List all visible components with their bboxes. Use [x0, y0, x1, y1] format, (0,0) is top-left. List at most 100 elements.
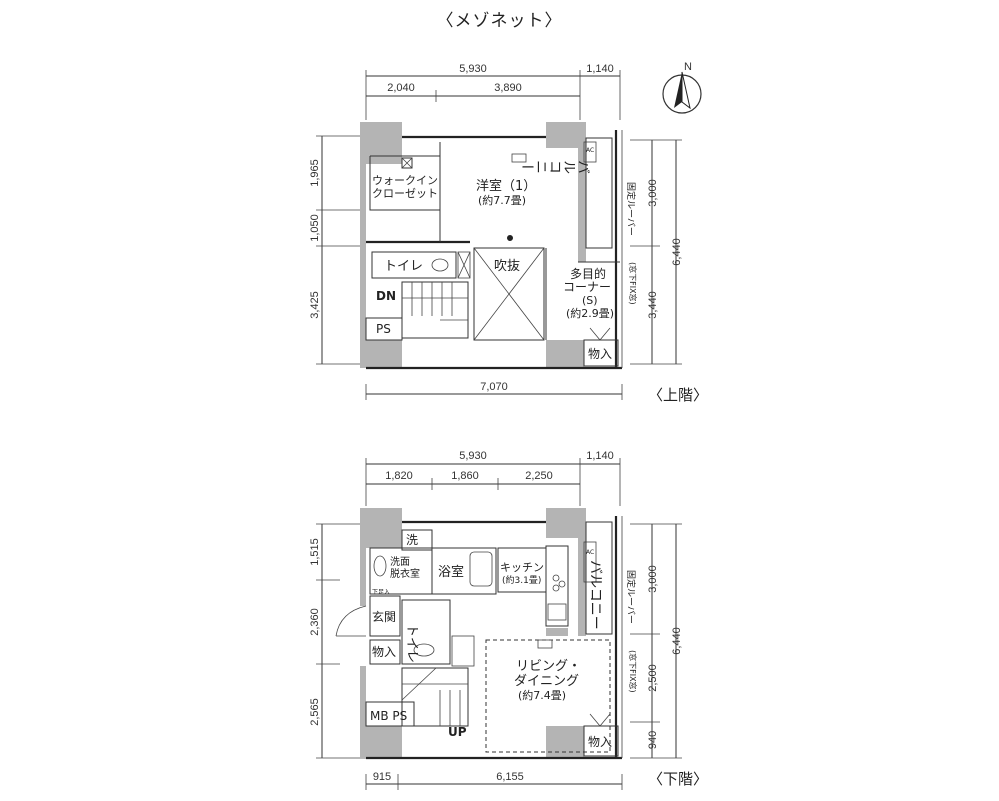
upper-wall-right: [578, 122, 586, 262]
upper-column-bl: [366, 340, 402, 368]
upper-balcony-label: バルコニー: [521, 158, 591, 174]
lower-living-size: (約7.4畳): [518, 688, 566, 702]
upper-dim-left-1: 1,965: [309, 159, 321, 187]
upper-dim-bottom: 7,070: [480, 381, 508, 393]
upper-ac-label: AC: [586, 147, 594, 154]
upper-dim-right-3: 6,440: [671, 238, 683, 266]
lower-sink: [547, 603, 567, 621]
lower-entrance: [369, 595, 401, 637]
lower-dim-right-3: 940: [647, 731, 659, 749]
lower-toilet-bowl: [413, 643, 435, 657]
upper-ac-box: [583, 141, 597, 163]
lower-wall-right: [578, 508, 586, 636]
compass-letter: N: [684, 61, 692, 73]
upper-multi-label-2: コーナー: [563, 280, 611, 294]
lower-column-br: [546, 726, 584, 758]
lower-floor: 5,930 1,140 1,820 1,860 2,250 1,515 2,36…: [309, 450, 683, 790]
upper-dim-sub-1: 2,040: [387, 82, 415, 94]
lower-dims-top: 5,930 1,140 1,820 1,860 2,250: [365, 450, 621, 506]
lower-wall-left-bot: [360, 666, 366, 758]
upper-dim-top-1: 5,930: [459, 63, 487, 75]
upper-floor: 5,930 1,140 2,040 3,890 1,965 1,050 3,42…: [309, 63, 683, 400]
lower-ac-label: AC: [586, 549, 594, 556]
lower-living-label-1: リビング・: [516, 659, 581, 674]
upper-dim-left-2: 1,050: [309, 214, 321, 242]
lower-dim-bottom-2: 6,155: [496, 771, 524, 783]
lower-bath: [431, 547, 497, 595]
upper-toilet-bowl: [431, 258, 449, 272]
lower-mbps-label: MB PS: [370, 709, 407, 723]
lower-window-label: (窓下FIX窓): [628, 650, 638, 693]
lower-dim-bottom-1: 915: [373, 771, 391, 783]
upper-light-point: [507, 235, 513, 241]
upper-multi-label-4: (約2.9畳): [566, 306, 614, 320]
page-title: 〈メゾネット〉: [436, 11, 563, 31]
upper-wic-outline: [369, 155, 440, 211]
compass-needle-right: [681, 71, 691, 110]
upper-dn-label: DN: [376, 289, 396, 303]
lower-dim-right-1: 3,000: [647, 565, 659, 593]
upper-dim-right-1: 3,000: [647, 179, 659, 207]
upper-storage-door: [589, 327, 611, 341]
lower-entrance-door: [335, 605, 367, 637]
upper-storage-label: 物入: [588, 347, 612, 361]
upper-dim-sub-2: 3,890: [494, 82, 522, 94]
lower-living-label-2: ダイニング: [514, 674, 579, 689]
lower-ac-unit: [537, 639, 553, 649]
upper-dims-right: 3,000 3,440 6,440: [630, 139, 683, 365]
lower-washroom-label-1: 洗面: [390, 556, 410, 568]
upper-wic-vent: [401, 157, 413, 169]
lower-living: [485, 639, 611, 753]
lower-dim-left-1: 1,515: [309, 538, 321, 566]
lower-dim-top-2: 1,140: [586, 450, 614, 462]
upper-walkin-label-1: ウォークイン: [372, 174, 438, 187]
lower-shoe-label: 下足入: [372, 589, 390, 596]
lower-wash-label: 洗: [406, 533, 418, 547]
lower-toilet: [401, 599, 451, 665]
compass: N: [662, 61, 702, 114]
lower-up-label: UP: [448, 725, 467, 739]
lower-column-bl: [366, 726, 402, 758]
upper-window-label: (窓下FIX窓): [628, 262, 638, 305]
lower-dim-sub-3: 2,250: [525, 470, 553, 482]
lower-storage2-door: [589, 713, 611, 727]
lower-balcony: [585, 521, 613, 635]
upper-floor-label: 〈上階〉: [648, 386, 709, 404]
lower-storage2: [583, 725, 619, 757]
lower-louver-label: 固定ルーバー: [625, 570, 637, 624]
upper-ps-label: PS: [376, 322, 391, 336]
upper-dims-bottom: 7,070: [365, 381, 623, 400]
upper-ac-unit: [511, 153, 527, 163]
lower-bathtub: [469, 551, 493, 587]
lower-wall-left-top: [360, 508, 366, 606]
upper-multi-walls: [545, 248, 620, 340]
upper-void-label: 吹抜: [494, 258, 520, 274]
lower-column-tl: [366, 508, 402, 548]
upper-multi-label-1: 多目的: [570, 266, 606, 281]
lower-dim-top-1: 5,930: [459, 450, 487, 462]
lower-dim-right-4: 6,440: [671, 627, 683, 655]
lower-ac-box: [583, 541, 597, 583]
upper-louver-label: 固定ルーバー: [625, 182, 637, 236]
lower-kitchen-counter: [545, 545, 569, 627]
upper-dims-left: 1,965 1,050 3,425: [309, 135, 366, 365]
upper-bedroom-label: 洋室（1）: [476, 178, 536, 194]
lower-bath-label: 浴室: [438, 564, 464, 580]
lower-dims-bottom: 915 6,155: [365, 771, 623, 790]
lower-mbps: [365, 701, 415, 727]
upper-dims-top: 5,930 1,140 2,040 3,890: [365, 63, 621, 120]
lower-dim-right-2: 2,500: [647, 664, 659, 692]
lower-column-tr: [546, 508, 578, 538]
upper-wall-left: [360, 122, 366, 368]
lower-dims-left: 1,515 2,360 2,565: [309, 523, 366, 759]
upper-balcony: [585, 137, 613, 249]
upper-storage: [583, 339, 619, 367]
upper-column-br: [546, 340, 584, 368]
lower-entrance-label: 玄関: [372, 609, 396, 624]
lower-dim-sub-1: 1,820: [385, 470, 413, 482]
upper-void: [473, 247, 545, 341]
lower-wall-kitchen: [546, 628, 568, 636]
lower-dim-sub-2: 1,860: [451, 470, 479, 482]
upper-dim-left-3: 3,425: [309, 291, 321, 319]
